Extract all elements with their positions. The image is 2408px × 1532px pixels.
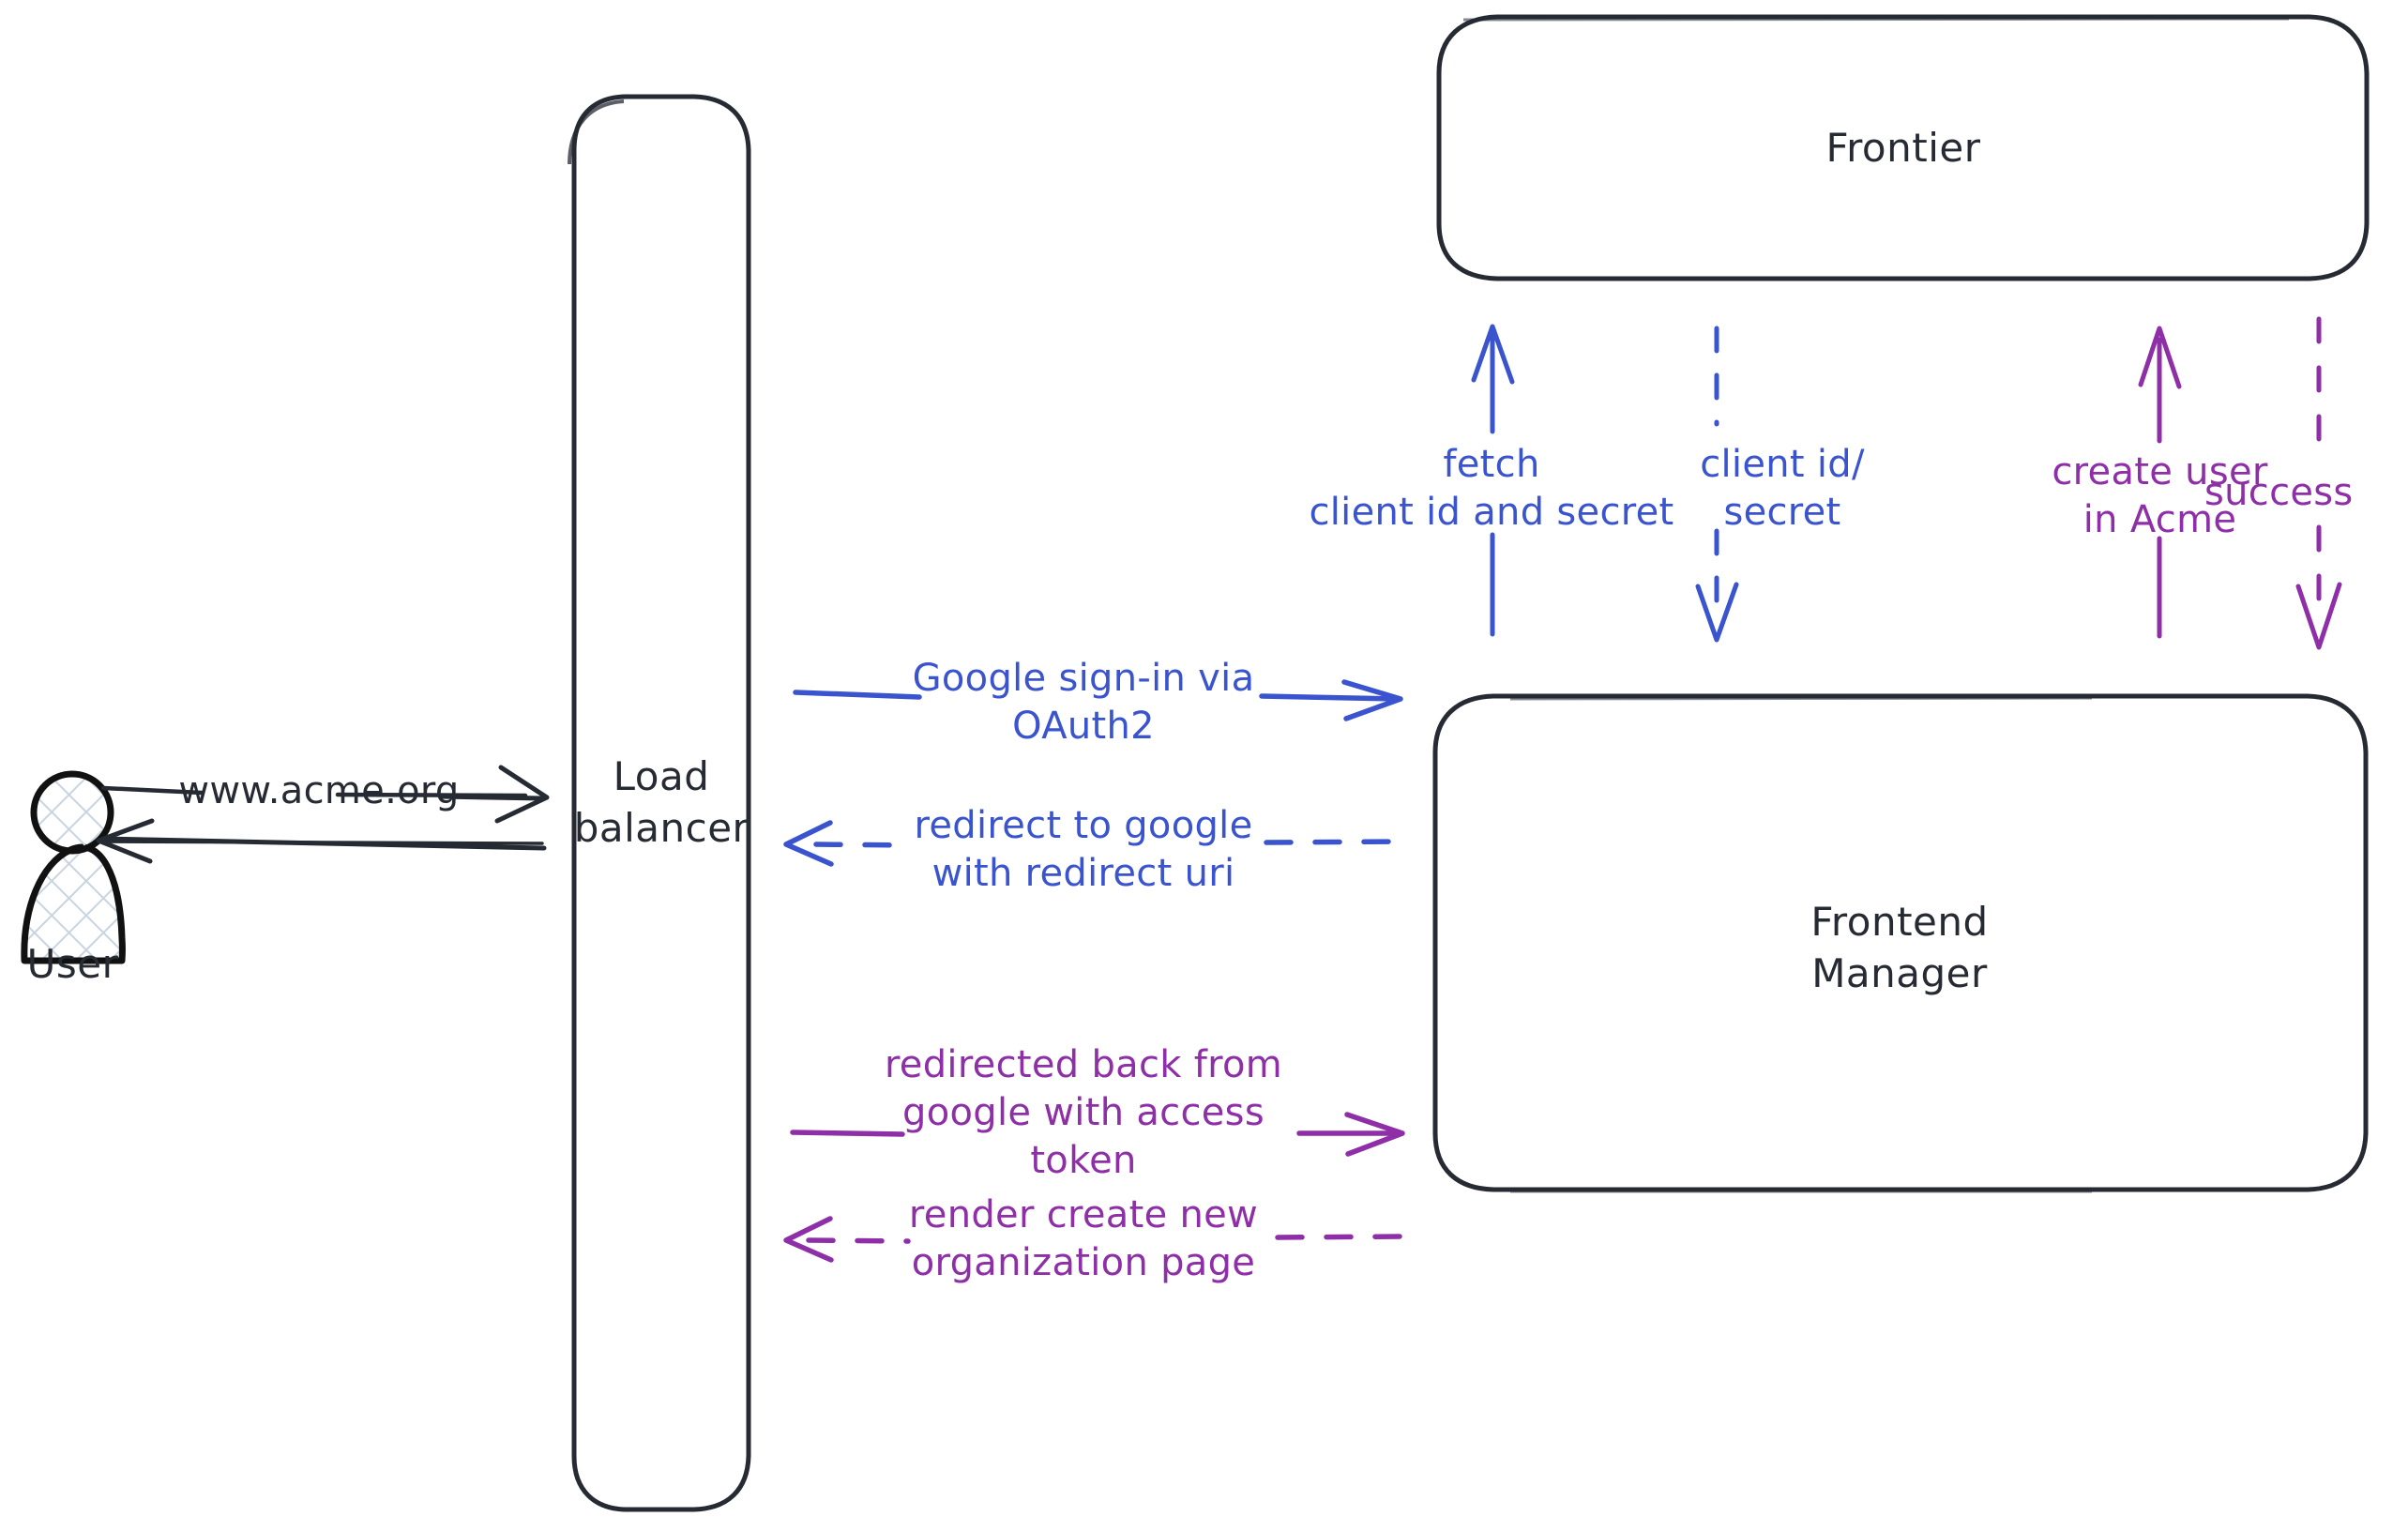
edge-lb-to-user [96, 818, 547, 864]
edge-fm-to-frontier-fetch [1471, 324, 1515, 637]
edge-fm-to-lb-redirect [783, 820, 1402, 867]
edge-user-to-lb [100, 765, 550, 824]
edge-lb-to-fm-token [790, 1112, 1405, 1157]
edge-fm-to-lb-render [783, 1216, 1402, 1263]
edge-frontier-to-fm-creds [1695, 326, 1739, 643]
user-person-icon [21, 770, 126, 964]
load-balancer-node[interactable] [568, 94, 751, 1512]
frontend-manager-node[interactable] [1432, 693, 2369, 1193]
edge-fm-to-frontier-create [2138, 326, 2182, 639]
edge-frontier-to-fm-success [2295, 316, 2342, 650]
edge-lb-to-fm-signin [793, 679, 1403, 721]
frontier-node[interactable] [1436, 14, 2370, 281]
